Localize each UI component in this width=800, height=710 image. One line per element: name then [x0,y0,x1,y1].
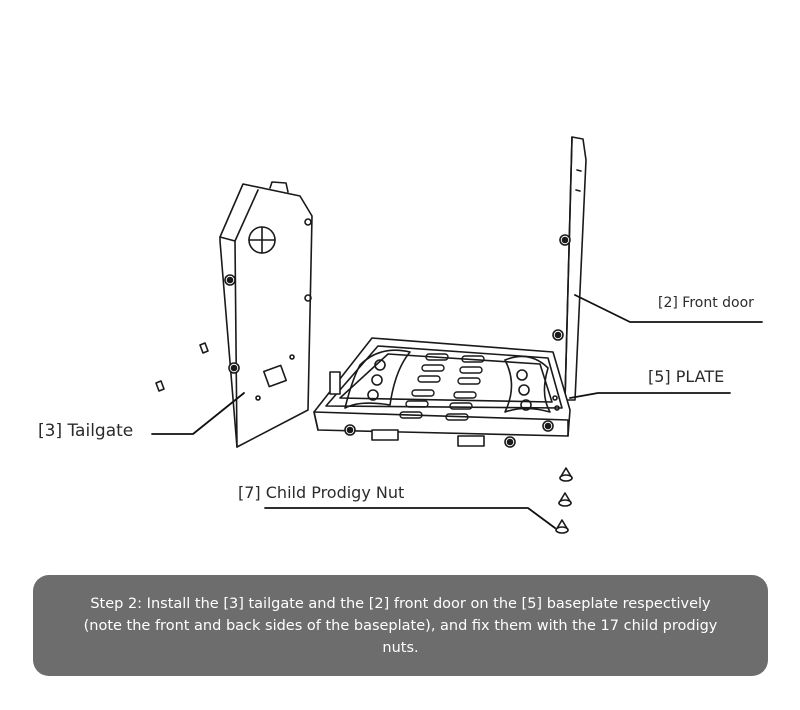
caption-box: Step 2: Install the [3] tailgate and the… [33,575,768,676]
plate-label: [5] PLATE [648,367,725,386]
tailgate-panel [155,181,313,448]
caption-text: Step 2: Install the [3] tailgate and the… [83,595,718,656]
base-plate [313,337,571,448]
loose-nuts [555,467,573,534]
tailgate-label: [3] Tailgate [38,421,134,441]
nut-label: [7] Child Prodigy Nut [238,483,405,502]
leader-lines [151,294,763,529]
front-door-panel [552,136,587,401]
front-door-label: [2] Front door [658,295,754,311]
